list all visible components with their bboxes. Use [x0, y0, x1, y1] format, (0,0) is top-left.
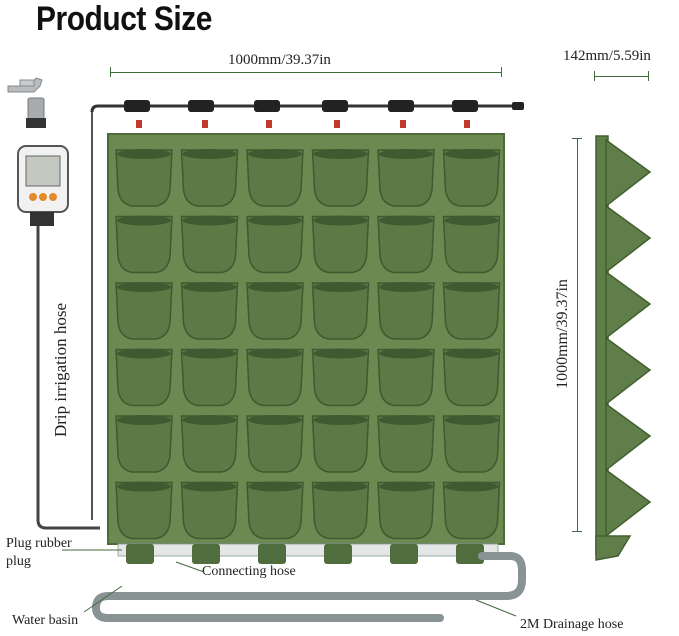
- planter-pot: [246, 149, 304, 207]
- faucet-icon: [7, 77, 46, 128]
- width-dimension-label: 1000mm/39.37in: [228, 52, 331, 68]
- width-tick-left: [110, 67, 111, 77]
- planter-pot: [246, 348, 304, 407]
- planter-pot: [377, 481, 435, 540]
- pot-rim: [444, 149, 499, 159]
- planter-pot: [246, 415, 304, 473]
- depth-tick-left: [594, 71, 595, 81]
- planter-pot: [377, 415, 435, 473]
- pot-rim: [248, 481, 302, 492]
- pot-rim: [313, 348, 368, 359]
- width-tick-right: [501, 67, 502, 77]
- side-profile: [595, 135, 652, 561]
- pot-rim: [117, 215, 171, 226]
- pot-rim: [248, 348, 302, 359]
- planter-pot: [377, 282, 435, 340]
- pot-rim: [313, 149, 368, 159]
- water-timer-icon: [17, 145, 69, 226]
- planter-pot: [115, 215, 173, 274]
- connecting-hose-label: Connecting hose: [202, 564, 296, 579]
- pot-rim: [182, 415, 237, 425]
- pot-rim: [444, 215, 499, 226]
- planter-pot: [180, 215, 239, 274]
- planter-pot: [115, 149, 173, 207]
- depth-tick-right: [648, 71, 649, 81]
- planter-pots: [115, 149, 501, 540]
- pot-rim: [182, 149, 237, 159]
- pot-rim: [182, 481, 237, 492]
- pot-rim: [248, 149, 302, 159]
- planter-pot: [180, 282, 239, 340]
- planter-pot: [180, 348, 239, 407]
- pot-rim: [248, 415, 302, 425]
- planter-pot: [246, 282, 304, 340]
- pot-rim: [117, 149, 171, 159]
- pot-rim: [379, 215, 433, 226]
- pot-rim: [182, 282, 237, 292]
- planter-pot: [246, 481, 304, 540]
- planter-pot: [180, 149, 239, 207]
- pot-rim: [117, 415, 171, 425]
- depth-dimension-label: 142mm/5.59in: [563, 48, 651, 64]
- pot-rim: [444, 348, 499, 359]
- planter-pot: [377, 149, 435, 207]
- planter-pot: [115, 348, 173, 407]
- pot-rim: [248, 215, 302, 226]
- plug-label: Plug rubber plug: [6, 536, 72, 569]
- planter-pot: [246, 215, 304, 274]
- planter-pot: [180, 415, 239, 473]
- drip-connectors: [124, 100, 524, 128]
- pot-rim: [444, 415, 499, 425]
- planter-pot: [311, 215, 370, 274]
- pot-rim: [379, 282, 433, 292]
- planter-pot: [311, 149, 370, 207]
- planter-pot: [311, 481, 370, 540]
- water-basin-label: Water basin: [12, 613, 79, 628]
- pot-rim: [182, 215, 237, 226]
- pot-rim: [444, 481, 499, 492]
- pot-rim: [444, 282, 499, 292]
- pot-rim: [313, 282, 368, 292]
- pot-rim: [313, 481, 368, 492]
- planter-pot: [180, 481, 239, 540]
- pot-rim: [379, 348, 433, 359]
- pot-rim: [117, 348, 171, 359]
- pot-rim: [379, 415, 433, 425]
- planter-pot: [115, 481, 173, 540]
- pot-rim: [248, 282, 302, 292]
- height-tick-top: [572, 138, 582, 139]
- height-tick-bottom: [572, 531, 582, 532]
- pot-rim: [313, 415, 368, 425]
- pot-rim: [182, 348, 237, 359]
- planter-pot: [442, 348, 501, 407]
- depth-dimension-line: [594, 76, 649, 77]
- planter-pot: [377, 348, 435, 407]
- planter-pot: [442, 481, 501, 540]
- planter-pot: [442, 415, 501, 473]
- planter-pot: [115, 282, 173, 340]
- planter-pot: [442, 149, 501, 207]
- width-dimension-line: [110, 72, 502, 73]
- pot-rim: [117, 481, 171, 492]
- planter-pot: [115, 415, 173, 473]
- planter-pot: [311, 282, 370, 340]
- planter-pot: [311, 415, 370, 473]
- page-title: Product Size: [36, 0, 212, 38]
- planter-pot: [377, 215, 435, 274]
- planter-pot: [442, 282, 501, 340]
- pot-rim: [313, 215, 368, 226]
- pot-rim: [117, 282, 171, 292]
- height-dimension-line: [577, 138, 578, 532]
- pot-rim: [379, 481, 433, 492]
- drainage-hose-label: 2M Drainage hose: [520, 617, 624, 632]
- pot-rim: [379, 149, 433, 159]
- planter-pot: [442, 215, 501, 274]
- planter-pot: [311, 348, 370, 407]
